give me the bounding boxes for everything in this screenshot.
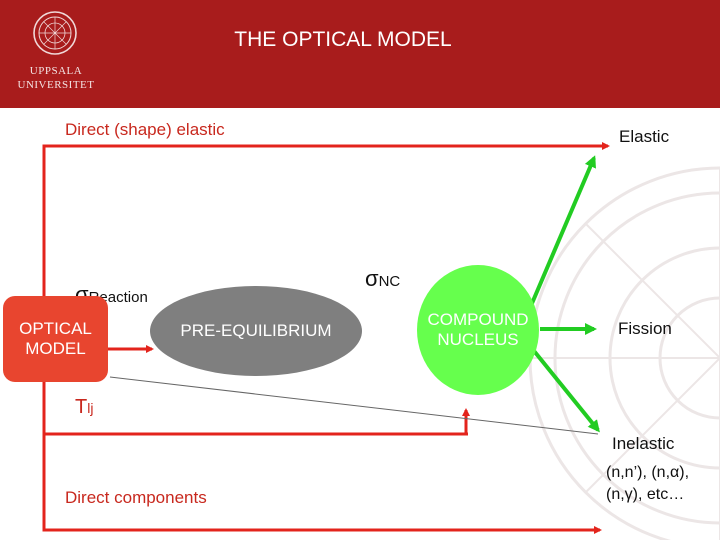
uppsala-logo: UPPSALA UNIVERSITET	[14, 10, 98, 98]
t-lj-subscript: lj	[87, 400, 94, 416]
direct-components-arrow	[42, 376, 602, 534]
compound-nucleus-line1: COMPOUND	[427, 310, 529, 329]
direct-elastic-arrow	[42, 142, 610, 298]
elastic-label: Elastic	[619, 127, 670, 146]
sigma-nc-label: σNC	[365, 266, 400, 292]
optical-model-line1: OPTICAL	[19, 319, 92, 338]
header-bar: UPPSALA UNIVERSITET THE OPTICAL MODEL	[0, 0, 720, 108]
logo-line-uppsala: UPPSALA	[29, 65, 83, 77]
logo-line-universitet: UNIVERSITET	[17, 79, 95, 91]
fission-label: Fission	[618, 319, 672, 338]
diagram-arrows	[42, 142, 610, 534]
t-lj-label: Tlj	[75, 396, 93, 419]
t-lj-symbol: T	[75, 396, 88, 418]
reaction-channels-line1: (n,n’), (n,α),	[606, 464, 690, 481]
compound-to-elastic-arrow	[528, 155, 596, 309]
direct-elastic-label: Direct (shape) elastic	[65, 120, 225, 139]
reaction-diagram: Direct (shape) elastic Elastic σReaction…	[0, 108, 720, 540]
optical-model-node: OPTICAL MODEL	[3, 296, 108, 382]
inelastic-label: Inelastic	[612, 434, 675, 453]
optical-model-line2: MODEL	[25, 339, 86, 358]
pre-equilibrium-node: PRE-EQUILIBRIUM	[150, 286, 362, 376]
reaction-channels-line2: (n,γ), etc…	[606, 486, 685, 503]
direct-components-label: Direct components	[65, 488, 207, 507]
university-seal-icon	[33, 11, 77, 55]
compound-nucleus-node: COMPOUND NUCLEUS	[417, 265, 539, 395]
compound-nucleus-line2: NUCLEUS	[437, 330, 519, 349]
sigma-nc-symbol: σ	[365, 266, 379, 291]
sigma-nc-subscript: NC	[378, 273, 401, 290]
page-title: THE OPTICAL MODEL	[234, 28, 452, 51]
compound-to-inelastic-arrow	[528, 344, 600, 433]
inelastic-thin-arrow	[109, 376, 599, 435]
